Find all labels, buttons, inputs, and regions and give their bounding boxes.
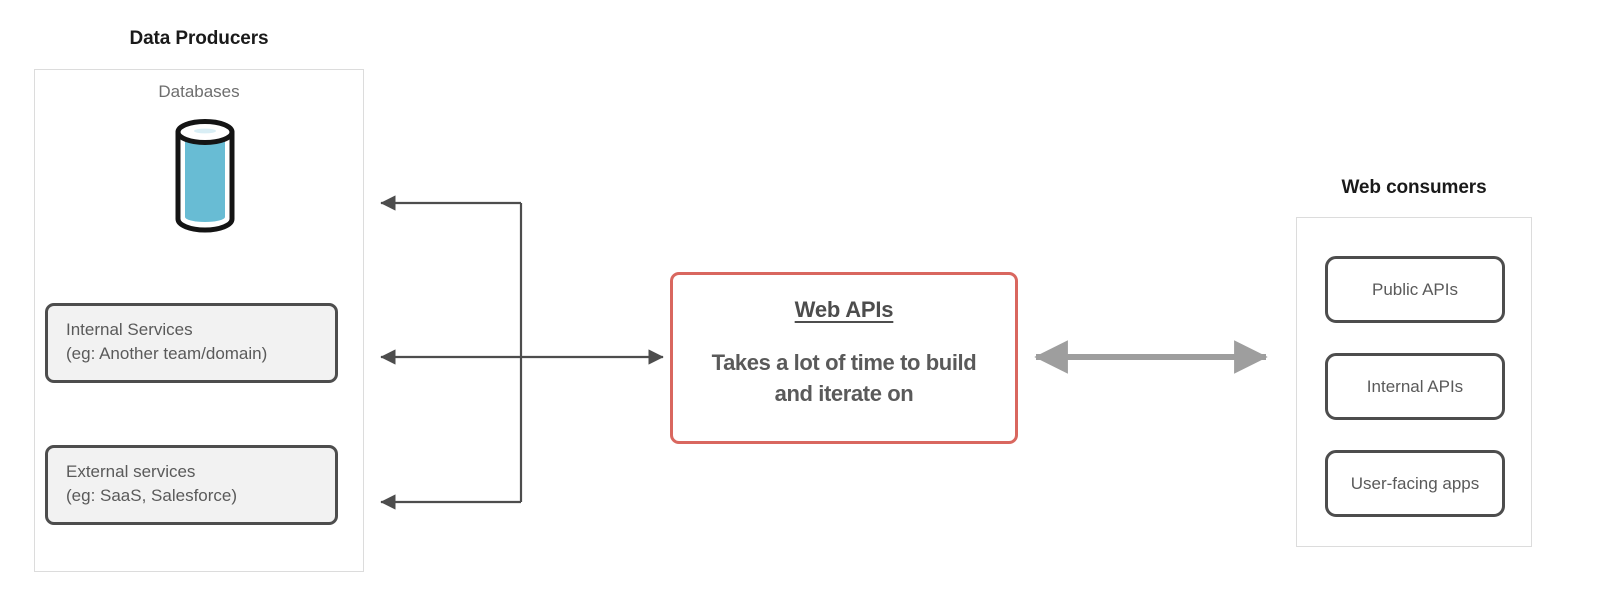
web-apis-box[interactable]: Web APIs Takes a lot of time to build an…	[670, 272, 1018, 444]
databases-label: Databases	[158, 82, 240, 101]
producer-internal-line1: Internal Services	[66, 320, 193, 339]
producer-external-line2: (eg: SaaS, Salesforce)	[66, 486, 238, 506]
web-consumers-title: Web consumers	[1341, 177, 1487, 198]
consumer-card-internal-apis[interactable]: Internal APIs	[1325, 353, 1505, 420]
producer-card-external-services[interactable]: External services (eg: SaaS, Salesforce)	[45, 445, 338, 525]
producer-internal-line2: (eg: Another team/domain)	[66, 344, 268, 364]
consumer-public-apis-label: Public APIs	[1372, 279, 1458, 299]
web-apis-subtitle: Takes a lot of time to build and iterate…	[711, 350, 977, 407]
database-cylinder-icon	[175, 119, 235, 233]
producer-card-internal-services[interactable]: Internal Services (eg: Another team/doma…	[45, 303, 338, 383]
data-producers-title: Data Producers	[129, 28, 269, 49]
consumer-user-facing-apps-label: User-facing apps	[1350, 473, 1480, 493]
web-apis-title: Web APIs	[794, 297, 894, 322]
consumer-internal-apis-label: Internal APIs	[1366, 376, 1464, 396]
consumer-card-user-facing-apps[interactable]: User-facing apps	[1325, 450, 1505, 517]
consumer-card-public-apis[interactable]: Public APIs	[1325, 256, 1505, 323]
producer-external-line1: External services	[66, 462, 196, 481]
